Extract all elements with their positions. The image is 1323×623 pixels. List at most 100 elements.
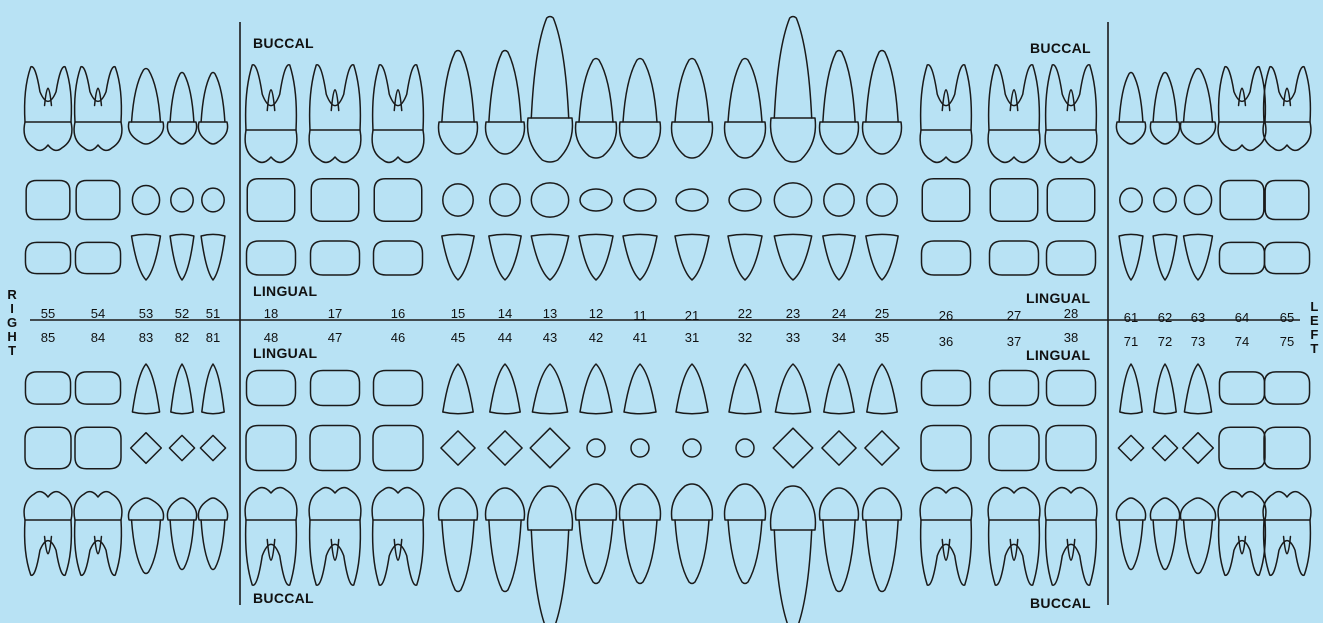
upper-tooth-12-lingual (579, 234, 613, 280)
lower-tooth-82-side-crown (167, 498, 196, 520)
lower-tooth-number-43: 43 (535, 330, 565, 345)
lower-tooth-85-side-root (25, 520, 72, 575)
upper-tooth-16-side-root-inner (394, 90, 402, 111)
lower-tooth-number-38: 38 (1056, 330, 1086, 345)
upper-tooth-63-side-crown (1180, 122, 1215, 144)
upper-tooth-25-lingual (866, 234, 898, 280)
upper-tooth-61-occlusal (1120, 188, 1142, 212)
upper-tooth-number-13: 13 (535, 306, 565, 321)
upper-tooth-14-side-crown (486, 122, 525, 154)
upper-tooth-17-lingual (311, 241, 360, 275)
lower-tooth-46-occlusal (373, 426, 423, 471)
lower-tooth-74-occlusal (1219, 427, 1265, 468)
upper-tooth-61-lingual (1119, 234, 1143, 280)
upper-tooth-number-25: 25 (867, 306, 897, 321)
lower-tooth-82-occlusal (169, 435, 194, 460)
upper-tooth-21-lingual (675, 234, 709, 280)
upper-tooth-23-lingual (774, 234, 811, 280)
upper-tooth-18-lingual (247, 241, 296, 275)
upper-tooth-27-side-root (989, 65, 1040, 130)
lower-tooth-71-occlusal (1118, 435, 1143, 460)
buccal-lower-right-label: BUCCAL (1030, 595, 1091, 611)
lower-tooth-32-side-root (728, 520, 762, 584)
lower-tooth-44-occlusal (488, 431, 522, 465)
upper-tooth-53-lingual (132, 234, 161, 280)
upper-tooth-17-occlusal (311, 179, 359, 222)
upper-tooth-25-side-root (866, 51, 898, 123)
lower-tooth-85-side-crown (24, 492, 72, 520)
lower-tooth-35-side-crown (863, 488, 902, 520)
upper-tooth-54-side-crown (74, 122, 122, 150)
lower-tooth-81-side-root (201, 520, 225, 570)
upper-tooth-27-side-crown (988, 130, 1040, 162)
lower-tooth-31-lingual (676, 364, 708, 414)
lower-tooth-33-occlusal (773, 428, 813, 468)
lower-tooth-41-side-crown (620, 484, 661, 520)
upper-tooth-55-side-root (25, 67, 72, 122)
upper-tooth-22-occlusal (729, 189, 761, 211)
upper-tooth-64-occlusal (1220, 180, 1264, 219)
lower-tooth-35-lingual (867, 364, 897, 414)
buccal-upper-right-label: BUCCAL (1030, 40, 1091, 56)
upper-tooth-64-side-crown (1218, 122, 1266, 150)
lower-tooth-number-48: 48 (256, 330, 286, 345)
upper-tooth-65-occlusal (1265, 180, 1309, 219)
lower-tooth-number-75: 75 (1272, 334, 1302, 349)
upper-tooth-number-23: 23 (778, 306, 808, 321)
lower-tooth-47-side-root (310, 520, 361, 585)
lower-tooth-71-side-root (1119, 520, 1143, 570)
lower-tooth-number-85: 85 (33, 330, 63, 345)
upper-tooth-13-side-root (531, 17, 568, 119)
upper-tooth-62-side-crown (1150, 122, 1179, 144)
lower-tooth-48-occlusal (246, 426, 296, 471)
upper-tooth-17-side-root-inner (331, 90, 339, 111)
upper-tooth-24-lingual (823, 234, 855, 280)
upper-tooth-65-side-crown (1263, 122, 1311, 150)
lower-tooth-45-lingual (443, 364, 473, 414)
lower-tooth-number-73: 73 (1183, 334, 1213, 349)
lower-tooth-number-35: 35 (867, 330, 897, 345)
lower-tooth-number-32: 32 (730, 330, 760, 345)
upper-tooth-18-side-root (246, 65, 297, 130)
upper-tooth-26-side-root-inner (942, 90, 950, 111)
upper-tooth-17-side-root (310, 65, 361, 130)
upper-tooth-55-side-crown (24, 122, 72, 150)
lower-tooth-74-lingual (1219, 372, 1264, 404)
upper-tooth-12-occlusal (580, 189, 612, 211)
lower-tooth-45-side-crown (439, 488, 478, 520)
upper-tooth-28-side-root-inner (1067, 90, 1075, 111)
lower-tooth-46-side-crown (372, 488, 424, 520)
lower-tooth-37-side-crown (988, 488, 1040, 520)
upper-tooth-52-occlusal (171, 188, 193, 212)
upper-tooth-number-51: 51 (198, 306, 228, 321)
lower-tooth-72-occlusal (1152, 435, 1177, 460)
lower-tooth-number-33: 33 (778, 330, 808, 345)
lower-tooth-75-side-crown (1263, 492, 1311, 520)
upper-tooth-number-26: 26 (931, 308, 961, 323)
upper-tooth-65-side-root-inner (1284, 88, 1291, 105)
upper-tooth-18-occlusal (247, 179, 295, 222)
lower-tooth-35-side-root (866, 520, 898, 592)
side-letter: T (1310, 342, 1319, 356)
lower-tooth-81-occlusal (200, 435, 225, 460)
upper-tooth-53-side-root (132, 69, 161, 123)
upper-tooth-51-lingual (201, 234, 225, 280)
upper-tooth-64-lingual (1219, 242, 1264, 273)
lower-tooth-37-side-root-inner (1010, 540, 1018, 561)
upper-tooth-number-63: 63 (1183, 310, 1213, 325)
lower-tooth-33-side-root (774, 530, 811, 623)
lower-tooth-47-occlusal (310, 426, 360, 471)
lower-tooth-33-lingual (775, 364, 810, 414)
lower-tooth-72-side-crown (1150, 498, 1179, 520)
lower-tooth-number-34: 34 (824, 330, 854, 345)
lower-tooth-34-side-crown (820, 488, 859, 520)
lower-tooth-34-side-root (823, 520, 855, 592)
lower-tooth-85-side-root-inner (45, 537, 52, 554)
lower-tooth-number-84: 84 (83, 330, 113, 345)
upper-tooth-55-occlusal (26, 180, 70, 219)
lower-tooth-42-side-root (579, 520, 613, 584)
lower-tooth-number-31: 31 (677, 330, 707, 345)
lower-tooth-36-side-root-inner (942, 540, 950, 561)
lower-tooth-45-side-root (442, 520, 474, 592)
upper-tooth-21-side-root (675, 59, 709, 123)
